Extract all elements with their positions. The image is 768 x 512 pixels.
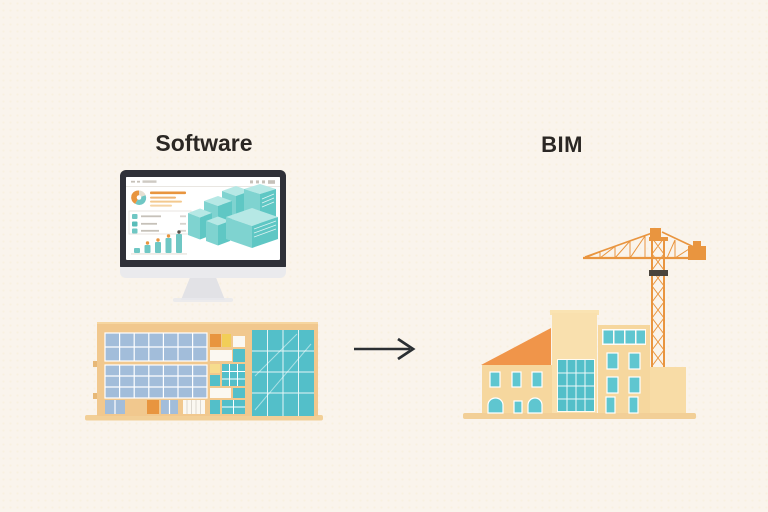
monitor-stand-base bbox=[173, 298, 233, 302]
arrow-right-icon bbox=[354, 337, 416, 361]
right-building-ground bbox=[463, 413, 696, 419]
left-building-window-grid bbox=[104, 332, 208, 399]
central-tower bbox=[550, 310, 599, 413]
screen-mini-bar-chart bbox=[131, 230, 187, 255]
right-building-illustration bbox=[463, 228, 706, 419]
monitor-chin bbox=[120, 267, 286, 278]
left-building-door bbox=[147, 400, 159, 414]
label-bim: BIM bbox=[541, 132, 583, 157]
monitor-stand-neck bbox=[181, 278, 225, 300]
screen-stats-card bbox=[128, 210, 192, 235]
monitor-illustration bbox=[120, 170, 290, 310]
right-block bbox=[648, 367, 686, 413]
crane-apex bbox=[650, 228, 661, 238]
left-building-illustration bbox=[85, 322, 323, 421]
left-building-curtain-wall bbox=[252, 330, 314, 416]
screen-heading-lines bbox=[150, 191, 186, 207]
iso-building-model bbox=[188, 184, 278, 248]
monitor-screen bbox=[126, 177, 280, 260]
left-building-mosaic-panels bbox=[210, 334, 245, 398]
label-software: Software bbox=[155, 130, 253, 156]
left-building-ground bbox=[85, 415, 323, 421]
house-with-orange-roof bbox=[481, 328, 552, 414]
pie-chart-icon bbox=[131, 190, 147, 206]
right-tower bbox=[598, 325, 650, 414]
tower-crane-icon bbox=[583, 228, 706, 375]
left-building-street-level bbox=[105, 400, 245, 414]
crane-counterweight bbox=[688, 246, 706, 260]
